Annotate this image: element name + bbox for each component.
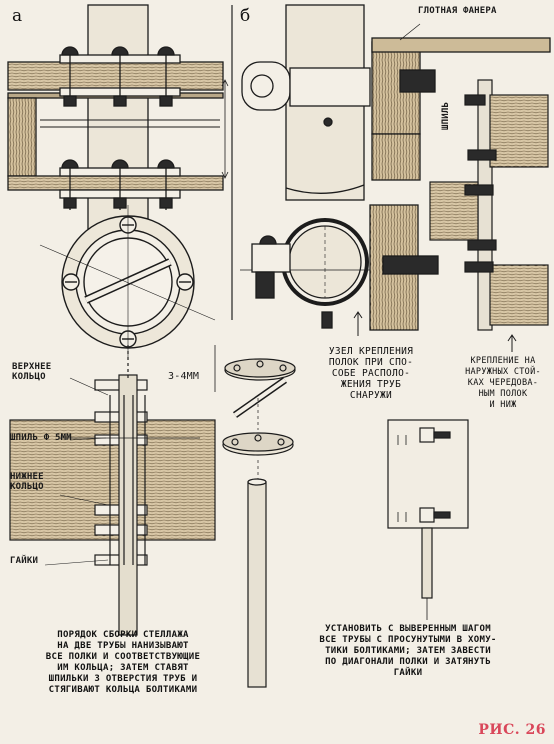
ring-plan-view [39, 205, 216, 360]
panel-b-node [240, 4, 551, 336]
label-gap: 3-4мм [168, 371, 200, 382]
panel-label-a: а [12, 6, 23, 26]
label-pin-vertical: ШПИЛЬ [441, 101, 451, 130]
assembly-elevation [9, 345, 216, 636]
figure-number: РИС. 26 [478, 722, 546, 738]
panel-a-shelf-joint [7, 4, 229, 231]
panel-label-b: б [240, 6, 251, 26]
label-nuts: ГАЙКИ [10, 556, 39, 566]
outer-rack [429, 79, 549, 352]
label-plywood: ГЛОТНАЯ ФАНЕРА [418, 6, 497, 16]
exploded-parts [214, 345, 296, 688]
label-pin: ШПИЛЬ Ф 5мм [10, 433, 72, 443]
install-template [387, 419, 469, 620]
